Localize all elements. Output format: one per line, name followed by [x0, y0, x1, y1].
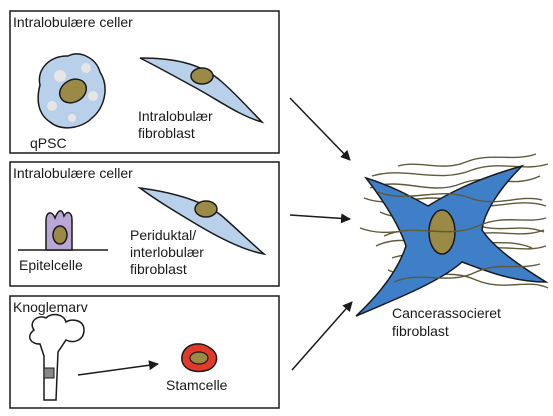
- epithelial-cell: Epitelcelle: [18, 211, 108, 273]
- caf-label: Cancerassocieret fibroblast: [392, 305, 505, 339]
- panel-1-title: Intralobulære celler: [13, 14, 133, 30]
- panel-1: Intralobulære celler qPSC Intralobulær f…: [10, 11, 279, 153]
- intralobular-fibroblast-label: Intralobulær fibroblast: [138, 108, 217, 141]
- lipid-droplet: [81, 63, 91, 73]
- periductal-fibroblast-label: Periduktal/ interlobulær fibroblast: [130, 227, 208, 277]
- cancer-associated-fibroblast: Cancerassocieret fibroblast: [356, 154, 548, 339]
- lipid-droplet: [68, 114, 76, 122]
- panel-2: Intralobulære celler Epitelcelle Periduk…: [10, 162, 279, 286]
- fibroblast-nucleus: [191, 68, 213, 84]
- bone-shape: [30, 315, 84, 400]
- marrow-sample: [44, 368, 54, 378]
- epithelial-nucleus: [53, 226, 67, 244]
- panel-2-title: Intralobulære celler: [13, 165, 133, 181]
- arrow-bone-to-stemcell: [78, 364, 158, 375]
- intralobular-fibroblast: Intralobulær fibroblast: [138, 58, 262, 141]
- qpsc-cell: qPSC: [30, 54, 105, 151]
- qpsc-label: qPSC: [30, 135, 67, 151]
- periductal-fibroblast: Periduktal/ interlobulær fibroblast: [130, 188, 264, 277]
- stem-cell-nucleus: [190, 352, 208, 364]
- stem-cell-label: Stamcelle: [166, 377, 228, 393]
- fibroblast-nucleus: [195, 201, 217, 217]
- lipid-droplet: [54, 70, 66, 82]
- panel-3: Knoglemarv Stamcelle: [10, 296, 279, 408]
- arrow-panel2-to-caf: [290, 215, 350, 219]
- lipid-droplet: [88, 91, 98, 101]
- epithelial-label: Epitelcelle: [19, 257, 83, 273]
- panel-3-title: Knoglemarv: [13, 299, 88, 315]
- arrow-panel3-to-caf: [292, 302, 352, 370]
- arrow-panel1-to-caf: [290, 98, 350, 160]
- bone-illustration: [30, 315, 158, 400]
- lipid-droplet: [47, 101, 57, 111]
- stem-cell: Stamcelle: [166, 344, 228, 393]
